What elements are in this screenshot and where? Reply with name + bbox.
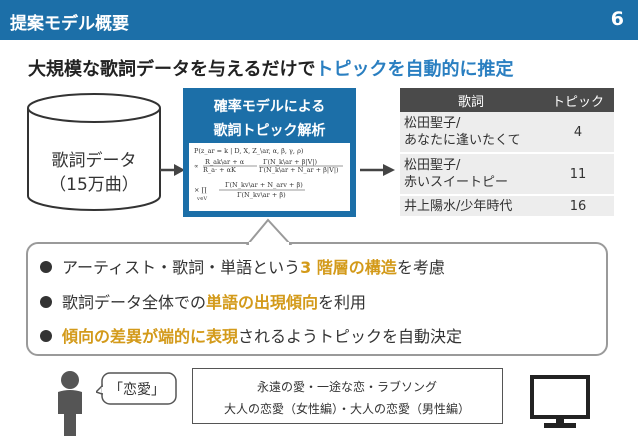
bullet-text: 歌詞データ全体での bbox=[62, 293, 207, 312]
tags-line: 大人の恋愛（女性編）・大人の恋愛（男性編） bbox=[223, 402, 470, 416]
svg-text:v∈V: v∈V bbox=[196, 196, 208, 202]
column-header-topic: トピック bbox=[551, 94, 604, 110]
lyric-artist: 松田聖子/ bbox=[404, 158, 461, 173]
lyric-cell: 松田聖子/ あなたに逢いたくて bbox=[400, 112, 542, 152]
arrow-right-icon bbox=[360, 164, 395, 176]
table-header: 歌詞 トピック bbox=[400, 88, 614, 112]
bullet-item: 歌詞データ全体での単語の出現傾向を利用 bbox=[40, 289, 366, 313]
bullet-dot-icon bbox=[40, 261, 52, 273]
bullet-dot-icon bbox=[40, 330, 52, 342]
formula-image: P(z_ar = k | D, X, Z_\ar, α, β, γ, ρ) ∝ … bbox=[189, 143, 350, 211]
model-box: 確率モデルによる 歌詞トピック解析 P(z_ar = k | D, X, Z_\… bbox=[183, 88, 356, 217]
topic-cell: 4 bbox=[573, 124, 583, 140]
table-row: 松田聖子/ 赤いスイートピー 11 bbox=[400, 154, 614, 196]
database-count: （15万曲） bbox=[49, 175, 139, 195]
bullet-emphasis: 傾向の差異が端的に表現 bbox=[62, 327, 239, 346]
svg-text:∝: ∝ bbox=[194, 162, 198, 170]
arrow-right-icon bbox=[160, 164, 185, 176]
tags-line: 永遠の愛・一途な恋・ラブソング bbox=[256, 380, 437, 394]
formula-graphic: P(z_ar = k | D, X, Z_\ar, α, β, γ, ρ) ∝ … bbox=[194, 147, 343, 202]
topic-table: 歌詞 トピック 松田聖子/ あなたに逢いたくて 4 松田聖子/ 赤いスイートピー… bbox=[400, 88, 614, 218]
monitor-icon bbox=[530, 375, 590, 428]
bullet-text: されるようトピックを自動決定 bbox=[238, 327, 463, 346]
speech-bubble bbox=[96, 372, 177, 405]
database-icon bbox=[27, 93, 161, 211]
bullet-text: を利用 bbox=[318, 293, 367, 312]
person-icon bbox=[58, 371, 82, 436]
column-header-lyrics: 歌詞 bbox=[457, 94, 484, 110]
lyrics-database: 歌詞データ （15万曲） bbox=[26, 92, 162, 214]
headline-part2: トピックを自動的に推定 bbox=[315, 59, 514, 80]
topic-tags-box: 永遠の愛・一途な恋・ラブソング 大人の恋愛（女性編）・大人の恋愛（男性編） bbox=[192, 368, 503, 424]
callout-box bbox=[26, 242, 608, 356]
bullet-text: アーティスト・歌詞・単語という bbox=[62, 258, 301, 277]
bullet-dot-icon bbox=[40, 296, 52, 308]
table-row: 井上陽水/少年時代 16 bbox=[400, 196, 614, 218]
slide-header: 提案モデル概要 6 bbox=[0, 0, 638, 40]
database-label: 歌詞データ bbox=[51, 151, 137, 171]
svg-text:Γ(N_kv\ar + N_arv + β): Γ(N_kv\ar + N_arv + β) bbox=[225, 181, 303, 189]
headline: 大規模な歌詞データを与えるだけでトピックを自動的に推定 bbox=[28, 55, 513, 81]
bullet-text: を考慮 bbox=[396, 258, 445, 277]
svg-text:Γ(N_k\ar + N_ar + β|V|): Γ(N_k\ar + N_ar + β|V|) bbox=[259, 166, 339, 174]
bullet-item: アーティスト・歌詞・単語という3 階層の構造を考慮 bbox=[40, 254, 445, 278]
svg-text:× ∏: × ∏ bbox=[194, 186, 207, 194]
lyric-artist: 松田聖子/ bbox=[404, 116, 461, 131]
svg-text:R_ak\ar + α: R_ak\ar + α bbox=[205, 158, 245, 166]
bullet-emphasis: 単語の出現傾向 bbox=[206, 293, 319, 312]
page-number: 6 bbox=[610, 8, 624, 30]
bullet-emphasis: 3 階層の構造 bbox=[300, 258, 397, 277]
headline-part1: 大規模な歌詞データを与えるだけで bbox=[28, 59, 316, 80]
lyric-title: あなたに逢いたくて bbox=[404, 133, 521, 148]
slide-title: 提案モデル概要 bbox=[10, 14, 129, 34]
lyric-title: 赤いスイートピー bbox=[404, 175, 509, 190]
svg-text:Γ(N_k\ar + β|V|): Γ(N_k\ar + β|V|) bbox=[263, 158, 318, 166]
model-title-line2: 歌詞トピック解析 bbox=[213, 123, 326, 139]
bullet-item: 傾向の差異が端的に表現されるようトピックを自動決定 bbox=[40, 323, 462, 347]
lyric-cell: 井上陽水/少年時代 bbox=[404, 199, 513, 214]
topic-cell: 16 bbox=[569, 198, 587, 214]
svg-text:Γ(N_kv\ar + β): Γ(N_kv\ar + β) bbox=[237, 191, 286, 199]
topic-cell: 11 bbox=[569, 166, 587, 182]
table-row: 松田聖子/ あなたに逢いたくて 4 bbox=[400, 112, 614, 154]
svg-text:P(z_ar = k | D, X, Z_\ar, α, β: P(z_ar = k | D, X, Z_\ar, α, β, γ, ρ) bbox=[194, 147, 304, 155]
speech-text: 「恋愛」 bbox=[109, 382, 165, 398]
model-title-line1: 確率モデルによる bbox=[213, 99, 326, 115]
svg-text:R_a· + αK: R_a· + αK bbox=[203, 166, 236, 174]
lyric-cell: 松田聖子/ 赤いスイートピー bbox=[400, 154, 542, 194]
